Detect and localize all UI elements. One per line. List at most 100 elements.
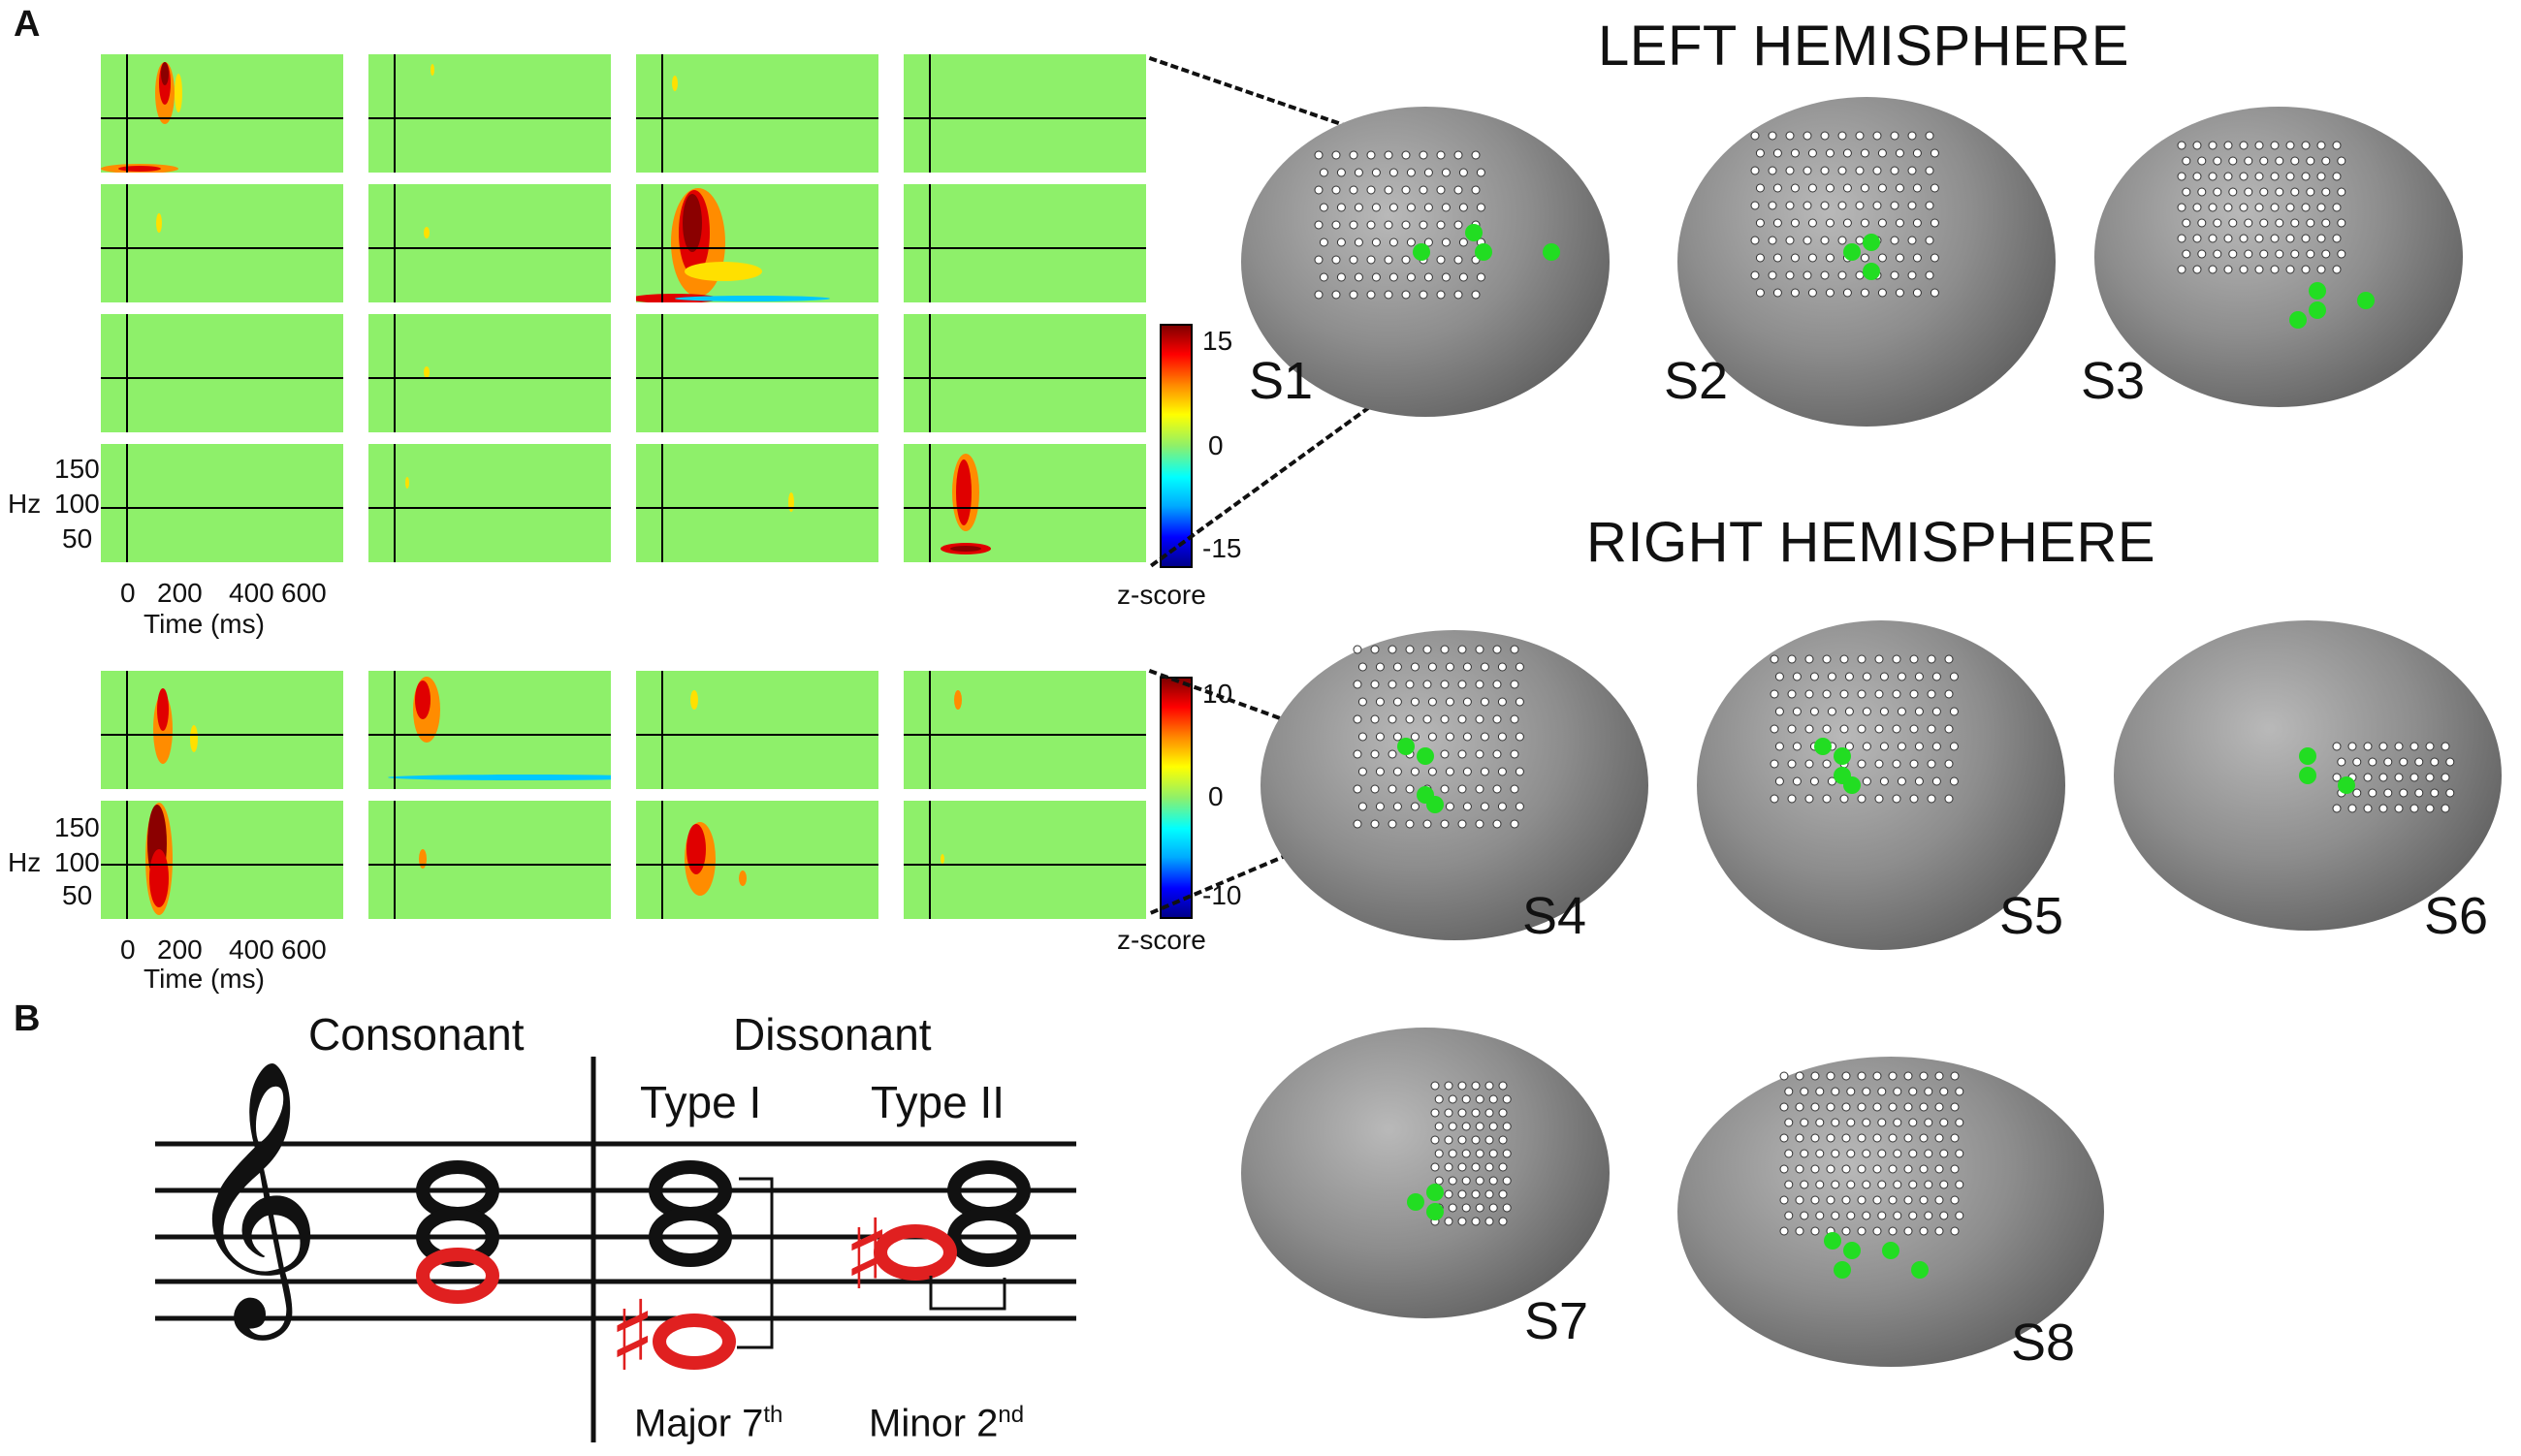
- electrode: [1787, 689, 1797, 699]
- electrode: [1480, 802, 1489, 811]
- spectrogram-tile: [904, 314, 1146, 432]
- colorbar-top-max: 15: [1202, 326, 1233, 356]
- electrode: [2425, 804, 2435, 813]
- electrode: [1807, 288, 1817, 298]
- electrode: [1930, 253, 1939, 263]
- electrode: [1357, 732, 1367, 742]
- electrode: [1825, 183, 1835, 193]
- electrode: [1461, 1203, 1471, 1213]
- electrode: [1498, 1162, 1508, 1172]
- electrode: [2208, 141, 2218, 150]
- electrode: [1484, 1081, 1494, 1091]
- electrode: [1804, 759, 1814, 769]
- electrode: [1419, 150, 1428, 160]
- spectrogram-tile: [636, 54, 878, 173]
- electrode: [2337, 757, 2346, 767]
- activity-blob: [941, 854, 944, 864]
- onset-line: [394, 54, 396, 173]
- electrode: [2228, 156, 2238, 166]
- electrode: [1927, 794, 1936, 804]
- electrode: [1436, 150, 1446, 160]
- frequency-line: [636, 507, 878, 509]
- electrode: [2316, 172, 2326, 181]
- electrode: [1872, 1071, 1882, 1081]
- frequency-line: [101, 507, 343, 509]
- electrode: [2259, 156, 2269, 166]
- electrode: [1434, 1122, 1444, 1131]
- electrode: [1784, 1087, 1794, 1096]
- frequency-line: [368, 117, 611, 119]
- colorbar-bottom-max: 10: [1202, 679, 1233, 709]
- electrode: [1822, 689, 1832, 699]
- electrode: [1488, 1176, 1498, 1186]
- electrode: [1795, 1071, 1804, 1081]
- electrode: [2259, 187, 2269, 197]
- electrode: [1462, 697, 1472, 707]
- electrode: [2337, 218, 2346, 228]
- spectrogram-tile: [101, 801, 343, 919]
- electrode: [1831, 1211, 1840, 1220]
- electrode: [1903, 1102, 1913, 1112]
- major-7th-label: Major 7th: [634, 1402, 783, 1445]
- electrode: [1792, 707, 1802, 716]
- electrode: [2301, 172, 2311, 181]
- electrode: [1844, 742, 1854, 751]
- active-electrode: [1882, 1242, 1899, 1259]
- electrode: [1955, 1211, 1964, 1220]
- electrode: [1844, 672, 1854, 681]
- electrode: [1349, 290, 1358, 300]
- electrode: [1874, 794, 1884, 804]
- electrode: [2290, 156, 2300, 166]
- electrode: [1877, 1180, 1887, 1189]
- electrode: [2228, 187, 2238, 197]
- electrode: [1336, 203, 1346, 212]
- electrode: [1768, 131, 1777, 141]
- electrode: [1787, 654, 1797, 664]
- electrode: [1919, 1133, 1929, 1143]
- electrode: [1877, 148, 1887, 158]
- electrode: [1353, 680, 1362, 689]
- electrode: [1879, 672, 1889, 681]
- electrode-grid: [2299, 742, 2455, 813]
- electrode: [2228, 249, 2238, 259]
- electrode: [1353, 749, 1362, 759]
- active-electrode: [1543, 243, 1560, 261]
- electrode: [1471, 1081, 1481, 1091]
- electrode: [1888, 1164, 1898, 1174]
- electrode: [2208, 265, 2218, 274]
- spectrogram-activity: [672, 76, 678, 91]
- electrode: [1892, 794, 1901, 804]
- electrode: [1410, 697, 1420, 707]
- electrode: [1497, 662, 1507, 672]
- electrode: [1903, 1226, 1913, 1236]
- electrode: [1457, 1217, 1467, 1226]
- electrode: [1919, 1195, 1929, 1205]
- electrode: [1427, 732, 1437, 742]
- electrode: [1370, 680, 1380, 689]
- electrode: [1897, 707, 1906, 716]
- electrode: [1480, 767, 1489, 776]
- electrode: [2285, 203, 2295, 212]
- colorbar-top: [1160, 324, 1193, 568]
- electrode: [2414, 788, 2424, 798]
- electrode: [1872, 131, 1882, 141]
- electrode: [1357, 697, 1367, 707]
- spectrogram-activity: [101, 62, 182, 173]
- electrode: [1825, 288, 1835, 298]
- electrode: [1384, 290, 1393, 300]
- active-electrode: [1426, 796, 1444, 813]
- electrode: [1842, 218, 1852, 228]
- electrode: [1944, 654, 1954, 664]
- electrode: [1475, 1203, 1484, 1213]
- frequency-line: [904, 247, 1146, 249]
- electrode: [2425, 773, 2435, 782]
- electrode: [1444, 1162, 1453, 1172]
- activity-blob: [161, 62, 169, 85]
- electrode: [1890, 131, 1899, 141]
- electrode: [1476, 168, 1485, 177]
- electrode: [2285, 141, 2295, 150]
- electrode: [1492, 784, 1502, 794]
- activity-blob: [954, 690, 962, 710]
- electrode: [1510, 714, 1519, 724]
- electrode: [1319, 237, 1328, 247]
